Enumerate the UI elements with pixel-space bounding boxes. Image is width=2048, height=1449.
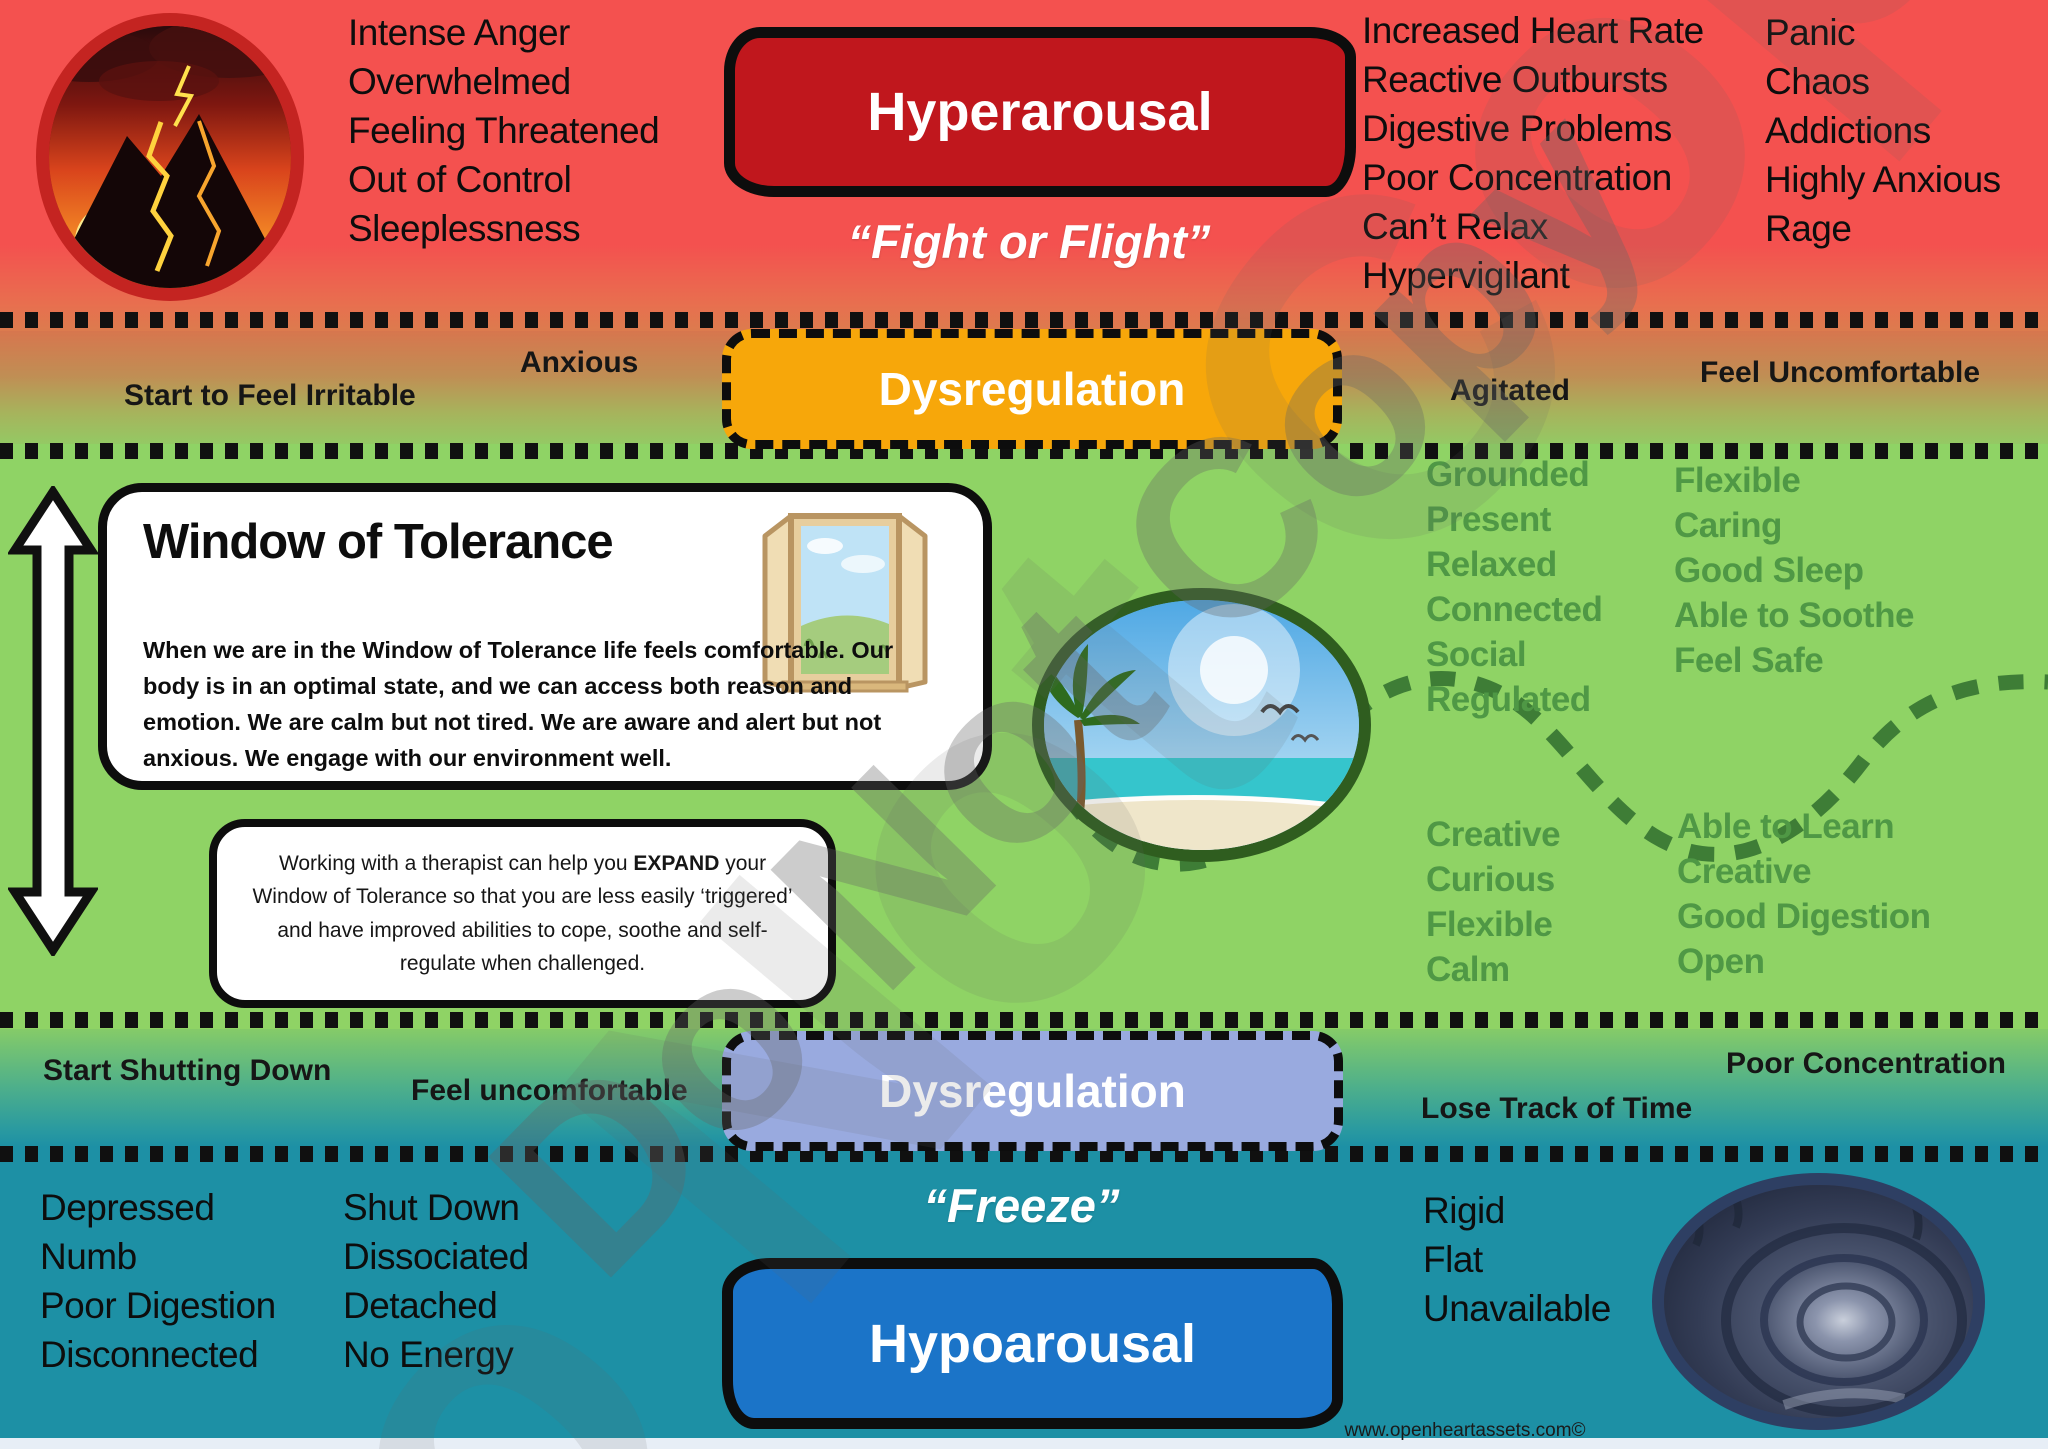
list-item: Regulated	[1426, 680, 1591, 719]
list-item: Overwhelmed	[348, 61, 571, 102]
list-item: Present	[1426, 500, 1551, 539]
list-item: Increased Heart Rate	[1362, 10, 1704, 51]
list-item: Flexible	[1426, 905, 1553, 944]
window-of-tolerance-card: Window of Tolerance When we are in the W…	[98, 483, 992, 790]
list-item: No Energy	[343, 1334, 514, 1375]
list-item: Grounded	[1426, 455, 1590, 494]
therapist-note-prefix: Working with a therapist can help you	[278, 851, 634, 875]
hyperarousal-title-box: Hyperarousal	[724, 27, 1356, 197]
dysregulation-upper-box: Dysregulation	[722, 329, 1342, 449]
dysregulation-upper-title: Dysregulation	[878, 363, 1186, 415]
list-item: Flat	[1423, 1239, 1483, 1280]
list-item: Relaxed	[1426, 545, 1557, 584]
list-item: Creative	[1426, 815, 1561, 854]
list-item: Caring	[1674, 506, 1782, 545]
window-of-tolerance-title: Window of Tolerance	[143, 515, 614, 569]
list-item: Unavailable	[1423, 1288, 1611, 1329]
list-item: Calm	[1426, 950, 1510, 989]
label-anxious: Anxious	[520, 346, 639, 379]
fight-or-flight-quote: “Fight or Flight”	[847, 215, 1211, 268]
label-lose-track-of-time: Lose Track of Time	[1421, 1092, 1693, 1125]
list-item: Creative	[1677, 852, 1812, 891]
list-item: Shut Down	[343, 1187, 520, 1228]
list-item: Social	[1426, 635, 1527, 674]
list-item: Highly Anxious	[1765, 159, 2001, 200]
list-item: Rigid	[1423, 1190, 1505, 1231]
dysregulation-lower-box: Dysregulation	[722, 1031, 1343, 1151]
list-item: Reactive Outbursts	[1362, 59, 1668, 100]
list-item: Feeling Threatened	[348, 110, 660, 151]
cave-tunnel-image	[1652, 1173, 1985, 1430]
footer-website: www.openheartassets.com©	[1344, 1420, 1586, 1441]
beach-illustration	[1044, 600, 1359, 850]
dotted-divider	[0, 1146, 2048, 1162]
cave-illustration	[1664, 1185, 1973, 1418]
list-item: Able to Soothe	[1674, 596, 1914, 635]
bottom-strip	[0, 1438, 2048, 1449]
list-item: Depressed	[40, 1187, 215, 1228]
list-item: Out of Control	[348, 159, 572, 200]
list-item: Feel Safe	[1674, 641, 1824, 680]
list-item: Can’t Relax	[1362, 206, 1548, 247]
list-item: Disconnected	[40, 1334, 259, 1375]
label-poor-concentration: Poor Concentration	[1726, 1047, 2007, 1080]
list-item: Flexible	[1674, 461, 1801, 500]
label-agitated: Agitated	[1450, 374, 1570, 407]
dysregulation-lower-title: Dysregulation	[879, 1065, 1186, 1117]
list-item: Good Sleep	[1674, 551, 1864, 590]
list-item: Hypervigilant	[1362, 255, 1570, 296]
volcano-image	[36, 13, 304, 301]
therapist-note-card: Working with a therapist can help you EX…	[209, 819, 836, 1008]
dotted-divider	[0, 1012, 2048, 1028]
label-feel-uncomfortable-upper: Feel Uncomfortable	[1700, 356, 1981, 389]
dotted-divider	[0, 443, 2048, 459]
list-item: Detached	[343, 1285, 498, 1326]
dotted-divider	[0, 312, 2048, 328]
beach-image	[1032, 588, 1371, 862]
list-item: Chaos	[1765, 61, 1870, 102]
list-item: Numb	[40, 1236, 137, 1277]
label-start-shutting-down: Start Shutting Down	[43, 1054, 332, 1087]
therapist-note-expand: EXPAND	[633, 851, 720, 875]
list-item: Poor Digestion	[40, 1285, 276, 1326]
window-of-tolerance-description: When we are in the Window of Tolerance l…	[143, 637, 894, 771]
freeze-quote: “Freeze”	[923, 1179, 1120, 1232]
list-item: Sleeplessness	[348, 208, 581, 249]
label-start-to-feel-irritable: Start to Feel Irritable	[124, 379, 416, 412]
therapist-note-suffix: your Window of Tolerance so that you are…	[252, 851, 793, 976]
list-item: Intense Anger	[348, 12, 570, 53]
list-item: Digestive Problems	[1362, 108, 1672, 149]
list-item: Open	[1677, 942, 1765, 981]
list-item: Good Digestion	[1677, 897, 1931, 936]
open-window-icon	[759, 506, 931, 699]
list-item: Addictions	[1765, 110, 1931, 151]
hypoarousal-title-box: Hypoarousal	[722, 1258, 1343, 1429]
list-item: Connected	[1426, 590, 1603, 629]
vertical-double-arrow	[8, 486, 98, 956]
therapist-note-text: Working with a therapist can help you EX…	[245, 847, 801, 981]
list-item: Rage	[1765, 208, 1852, 249]
list-item: Dissociated	[343, 1236, 529, 1277]
list-item: Poor Concentration	[1362, 157, 1672, 198]
hypoarousal-title: Hypoarousal	[868, 1313, 1197, 1374]
list-item: Able to Learn	[1677, 807, 1895, 846]
label-feel-uncomfortable-lower: Feel uncomfortable	[411, 1074, 688, 1107]
hyperarousal-title: Hyperarousal	[867, 82, 1213, 142]
list-item: Curious	[1426, 860, 1555, 899]
list-item: Panic	[1765, 12, 1856, 53]
volcano-illustration	[49, 26, 291, 288]
